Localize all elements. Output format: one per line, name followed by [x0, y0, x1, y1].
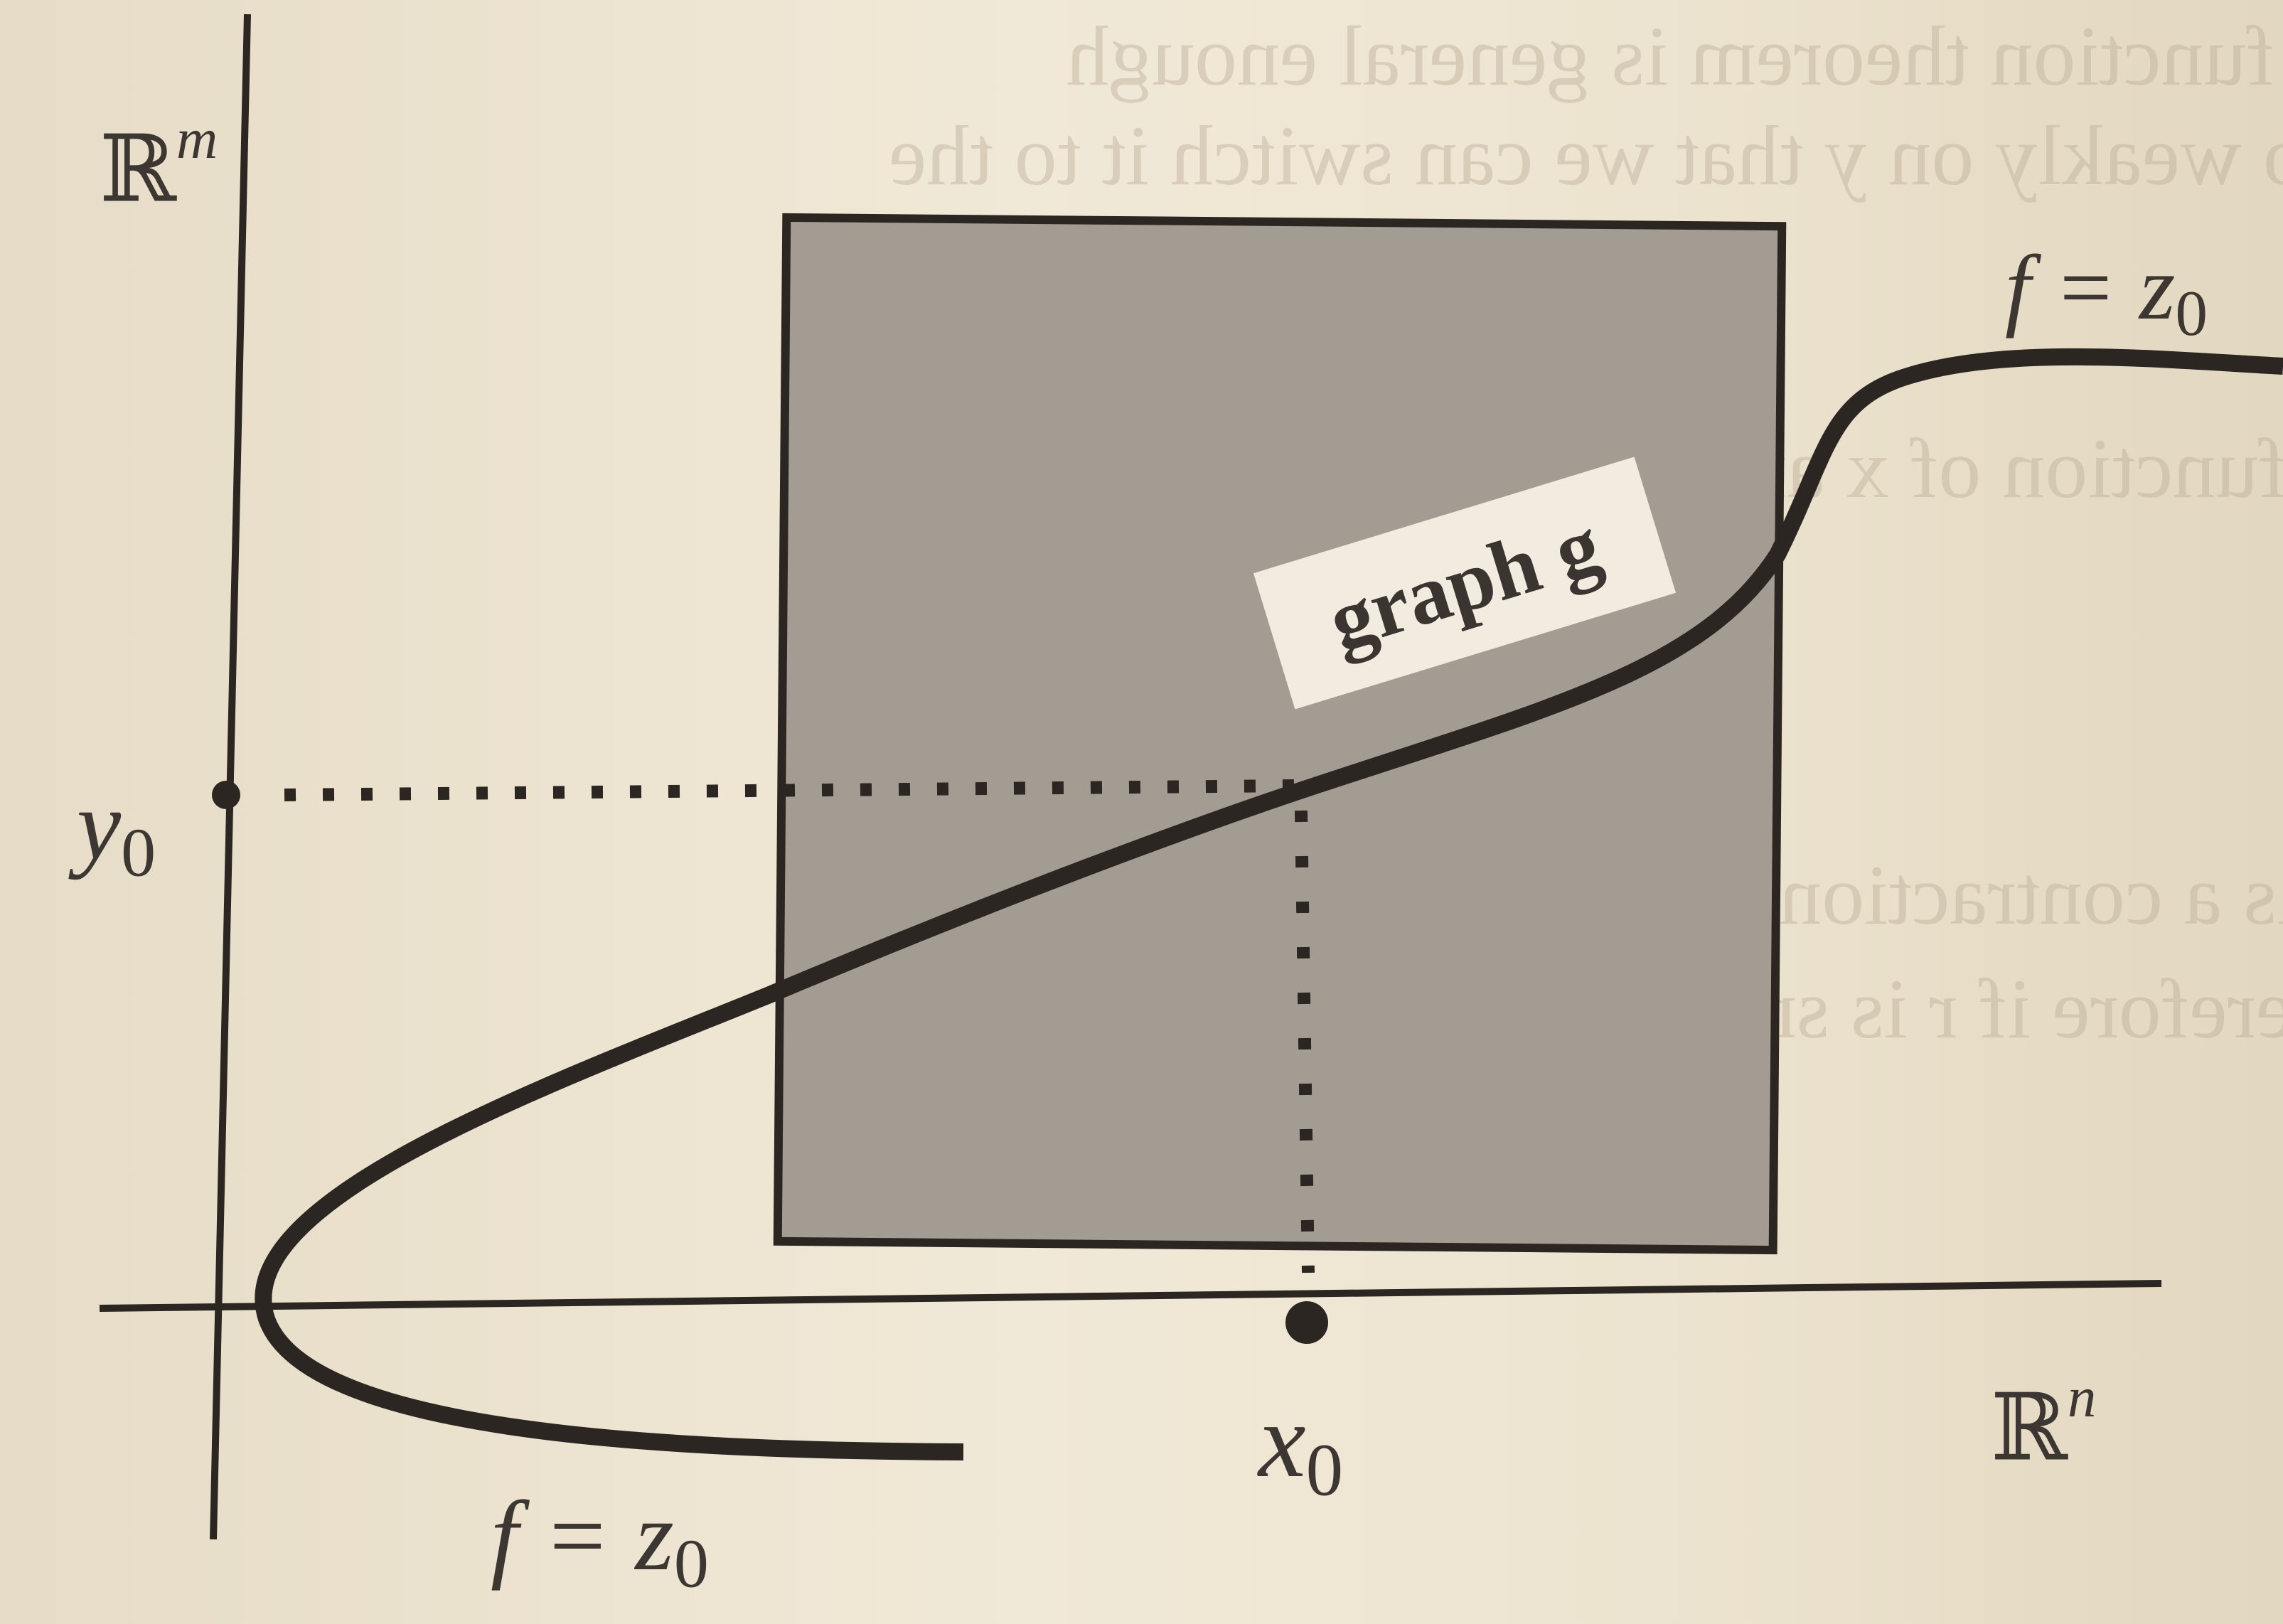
neighborhood-box	[773, 213, 1787, 1255]
y-axis-label: ℝm	[100, 107, 218, 223]
level-set-label-top: f = z0	[2005, 237, 2208, 349]
vertical-axis	[210, 14, 251, 1540]
x0-dotted-guide	[1295, 810, 1315, 1273]
level-set-label-bottom: f = z0	[491, 1481, 709, 1603]
x0-label: x0	[1258, 1382, 1344, 1512]
y0-dotted-guide	[284, 779, 1295, 801]
x-axis-label: ℝn	[1991, 1366, 2097, 1482]
horizontal-axis	[99, 1280, 2162, 1312]
x0-point	[1285, 1301, 1328, 1344]
level-set-curve	[255, 348, 2283, 1460]
y0-label: y0	[77, 770, 156, 892]
y0-point	[212, 781, 240, 809]
